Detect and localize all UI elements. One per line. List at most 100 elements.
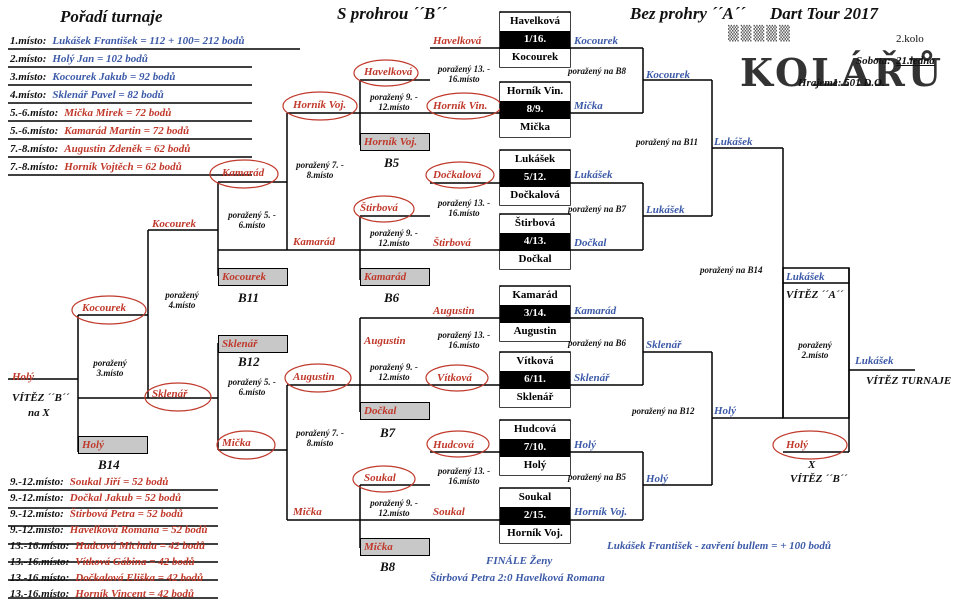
standings-row: 13.-16.místo:Hudcová Michala = 42 bodů xyxy=(10,541,205,552)
b8-grey-name: Mička xyxy=(364,541,393,553)
lost-13-16-c: poražený 13. - 16.místo xyxy=(437,330,491,351)
lb-stirbova: Štirbová xyxy=(360,202,398,214)
match-id: 1/16. xyxy=(500,31,570,49)
standings-place: 5.-6.místo: xyxy=(10,125,59,137)
b5-grey-name: Horník Voj. xyxy=(364,136,418,148)
winners-bracket-title: Bez prohry ´´A´´ xyxy=(630,4,746,23)
lb-hornik-voj: Horník Voj. xyxy=(293,99,347,111)
b5-label: B5 xyxy=(384,155,400,170)
b12-grey-name: Sklenář xyxy=(222,338,258,350)
lb-augustin-2: Augustin xyxy=(293,371,335,383)
player-holy-r2: Holý xyxy=(646,473,668,485)
b12-grey-box: Sklenář xyxy=(218,335,288,353)
match-player-bottom: Augustin xyxy=(500,323,570,341)
match-player-bottom: Kocourek xyxy=(500,49,570,67)
match-id: 4/13. xyxy=(500,233,570,251)
game-format: Hrajeme: 501 D.O. xyxy=(798,77,885,89)
standings-row: 3.místo:Kocourek Jakub = 92 bodů xyxy=(10,72,175,83)
b14-grey-name: Holý xyxy=(82,439,104,451)
to-b8-label: poražený na B8 xyxy=(568,66,627,76)
player-hudcova: Hudcová xyxy=(433,439,474,451)
b11-grey-name: Kocourek xyxy=(222,271,266,283)
to-b5-label: poražený na B5 xyxy=(568,472,627,482)
b7-label: B7 xyxy=(380,425,396,440)
to-b14-label: poražený na B14 xyxy=(700,265,763,275)
standings-row: 9.-12.místo:Havelková Romana = 52 bodů xyxy=(10,525,207,536)
b12-label: B12 xyxy=(238,354,260,369)
standings-row: 5.-6.místo:Mička Mirek = 72 bodů xyxy=(10,108,171,119)
player-holy: Holý xyxy=(574,439,596,451)
round-label: 2.kolo xyxy=(896,33,924,45)
to-b11-label: poražený na B11 xyxy=(636,137,699,147)
match-player-top: Horník Vin. xyxy=(500,83,570,101)
standings-place: 9.-12.místo: xyxy=(10,492,64,504)
standings-place: 13.-16.místo: xyxy=(10,556,70,568)
match-id: 7/10. xyxy=(500,439,570,457)
lost-2-label: poražený 2.místo xyxy=(798,340,832,361)
b5-grey-box: Horník Voj. xyxy=(360,133,430,151)
standings-text: Štirbová Petra = 52 bodů xyxy=(69,508,183,520)
player-stirbova: Štirbová xyxy=(433,237,471,249)
standings-text: Dočkalová Eliška = 42 bodů xyxy=(75,572,204,584)
standings-place: 9.-12.místo: xyxy=(10,508,64,520)
b8-label: B8 xyxy=(380,559,396,574)
lb-micka: Mička xyxy=(293,506,322,518)
standings-place: 7.-8.místo: xyxy=(10,161,59,173)
b11-kocourek: Kocourek xyxy=(152,218,196,230)
match-player-top: Štirbová xyxy=(500,215,570,233)
standings-text: Soukal Jiří = 52 bodů xyxy=(69,476,169,488)
lost-13-16-b: poražený 13. - 16.místo xyxy=(437,198,491,219)
lb-soukal: Soukal xyxy=(364,472,396,484)
match-id: 5/12. xyxy=(500,169,570,187)
to-b6-label: poražený na B6 xyxy=(568,338,627,348)
player-micka: Mička xyxy=(574,100,603,112)
lost-9-12-b: poražený 9. - 12.místo xyxy=(370,228,418,249)
date-value: 21.ledna xyxy=(896,55,935,67)
b8-grey-box: Mička xyxy=(360,538,430,556)
player-lukasek: Lukášek xyxy=(574,169,613,181)
lost-3-label: poražený 3.místo xyxy=(93,358,127,379)
b7-grey-name: Dočkal xyxy=(364,405,397,417)
match-player-top: Hudcová xyxy=(500,421,570,439)
standings-row: 7.-8.místo:Augustin Zdeněk = 62 bodů xyxy=(10,144,190,155)
standings-place: 2.místo: xyxy=(10,53,47,65)
lost-7-8-b: poražený 7. - 8.místo xyxy=(296,428,344,449)
match-id: 8/9. xyxy=(500,101,570,119)
standings-text: Mička Mirek = 72 bodů xyxy=(64,107,172,119)
standings-row: 13.-16.místo: Dočkalová Eliška = 42 bodů xyxy=(10,573,203,584)
player-soukal: Soukal xyxy=(433,506,465,518)
standings-text: Hudcová Michala = 42 bodů xyxy=(75,540,205,552)
standings-text: Sklenář Pavel = 82 bodů xyxy=(52,89,164,101)
match-id: 2/15. xyxy=(500,507,570,525)
lb-havelkova: Havelková xyxy=(364,66,413,78)
player-kamarad: Kamarád xyxy=(574,305,617,317)
standings-text: Vítková Gábina = 42 bodů xyxy=(75,556,195,568)
lost-7-8-a: poražený 7. - 8.místo xyxy=(296,160,344,181)
b11-grey-box: Kocourek xyxy=(218,268,288,286)
player-kocourek: Kocourek xyxy=(574,35,618,47)
losers-bracket-title: S prohrou ´´B´´ xyxy=(337,4,447,23)
standings-text: Augustin Zdeněk = 62 bodů xyxy=(64,143,191,155)
date-label: Sobota: xyxy=(856,55,891,67)
b6-grey-box: Kamarád xyxy=(360,268,430,286)
match-player-top: Vítková xyxy=(500,353,570,371)
player-havelkova: Havelková xyxy=(433,35,482,47)
b12-sklenar: Sklenář xyxy=(152,388,188,400)
winner-a-label: VÍTĚZ ´´A´´ xyxy=(786,289,844,301)
standings-row: 7.-8.místo:Horník Vojtěch = 62 bodů xyxy=(10,162,182,173)
logo-wordmark: KOLÁŘŮ xyxy=(740,50,945,95)
standings-text: Kocourek Jakub = 92 bodů xyxy=(52,71,176,83)
b6-grey-name: Kamarád xyxy=(364,271,407,283)
match-player-bottom: Mička xyxy=(500,119,570,137)
standings-row: 9.-12.místo: Soukal Jiří = 52 bodů xyxy=(10,477,168,488)
event-title: Dart Tour 2017 xyxy=(770,4,879,23)
lost-9-12-a: poražený 9. - 12.místo xyxy=(370,92,418,113)
standings-text: Dočkal Jakub = 52 bodů xyxy=(69,492,182,504)
player-vitkova: Vítková xyxy=(437,372,472,384)
b12-micka: Mička xyxy=(222,437,251,449)
standings-place: 13.-16.místo: xyxy=(10,572,70,584)
player-holy-final: Holý xyxy=(786,439,808,451)
match-player-top: Kamarád xyxy=(500,287,570,305)
standings-row: 4.místo:Sklenář Pavel = 82 bodů xyxy=(10,90,164,101)
standings-place: 9.-12.místo: xyxy=(10,476,64,488)
